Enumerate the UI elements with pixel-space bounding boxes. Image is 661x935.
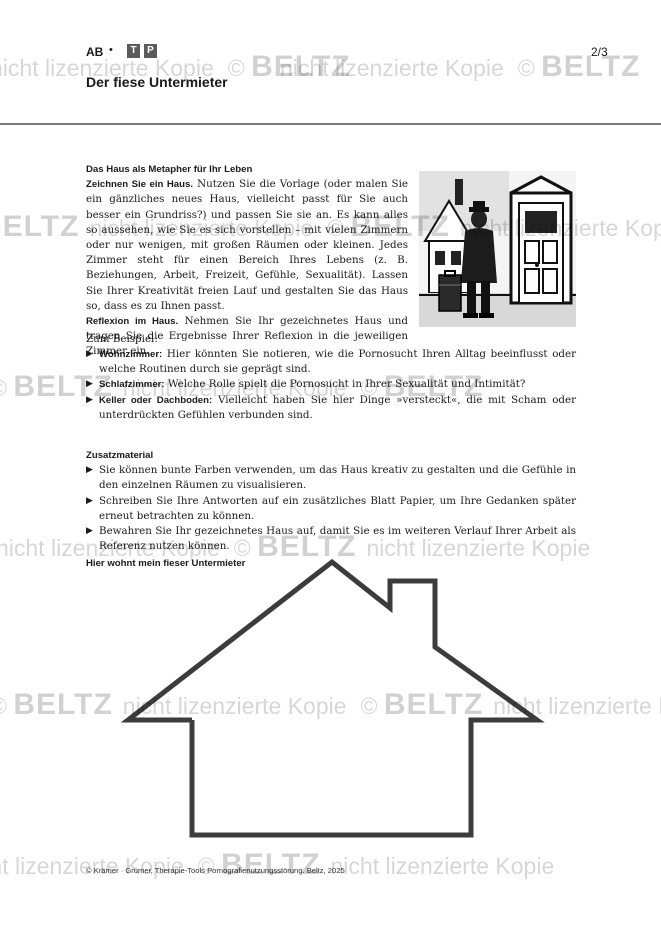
room-label: Schlafzimmer:: [99, 379, 165, 391]
triangle-bullet-icon: ▶: [86, 465, 93, 476]
zeichnen-paragraph: Zeichnen Sie ein Haus. Nutzen Sie die Vo…: [86, 177, 408, 314]
illustration-image: [419, 171, 576, 327]
tp-logo-p: P: [144, 44, 157, 58]
copyright-footer: © Krämer · Grümer, Therapie-Tools Pornog…: [86, 866, 345, 875]
rooms-list: ▶ Wohnzimmer: Hier könnten Sie notieren, …: [86, 347, 576, 423]
triangle-bullet-icon: ▶: [86, 495, 93, 506]
page-title: Der fiese Untermieter: [86, 74, 228, 90]
list-item: ▶ Bewahren Sie Ihr gezeichnetes Haus auf,…: [86, 524, 576, 554]
triangle-bullet-icon: ▶: [86, 526, 93, 537]
zeichnen-text: Nutzen Sie die Vorlage (oder malen Sie e…: [86, 178, 408, 312]
list-item: ▶ Wohnzimmer: Hier könnten Sie notieren, …: [86, 347, 576, 377]
worksheet-type-label: AB: [86, 45, 104, 59]
list-item: ▶ Schreiben Sie Ihre Antworten auf ein zu…: [86, 494, 576, 524]
header-divider: [0, 123, 661, 125]
section-heading: Das Haus als Metapher für Ihr Leben: [86, 164, 253, 175]
header-separator: •: [109, 44, 113, 56]
list-item: ▶ Keller oder Dachboden: Vielleicht haben…: [86, 393, 576, 423]
zeichnen-lead: Zeichnen Sie ein Haus.: [86, 179, 193, 191]
reflexion-lead: Reflexion im Haus.: [86, 316, 179, 328]
list-item: ▶ Sie können bunte Farben verwenden, um d…: [86, 463, 576, 493]
tp-logo-t: T: [127, 44, 140, 58]
room-text: Welche Rolle spielt die Pornosucht in Ih…: [164, 378, 526, 391]
house-outline-path: [120, 558, 545, 838]
house-template-heading: Hier wohnt mein fieser Untermieter: [86, 558, 246, 569]
example-intro: Zum Beispiel:: [86, 333, 158, 345]
room-text: Vielleicht haben Sie hier Dinge »verstec…: [99, 393, 577, 421]
section-heading: Zusatzmaterial: [86, 450, 154, 461]
item-text: Sie können bunte Farben verwenden, um da…: [99, 464, 576, 492]
room-label: Keller oder Dachboden:: [99, 394, 213, 406]
room-text: Hier könnten Sie notieren, wie die Porno…: [99, 348, 576, 376]
reflexion-paragraph: Reflexion im Haus. Nehmen Sie Ihr gezeic…: [86, 314, 408, 360]
reflexion-text: Nehmen Sie Ihr gezeichnetes Haus und tra…: [86, 315, 408, 358]
intro-block: Das Haus als Metapher für Ihr Leben Zeic…: [86, 162, 408, 360]
item-text: Schreiben Sie Ihre Antworten auf ein zus…: [99, 494, 576, 522]
page-number: 2/3: [591, 45, 608, 59]
room-label: Wohnzimmer:: [99, 349, 163, 360]
item-text: Bewahren Sie Ihr gezeichnetes Haus auf, …: [99, 525, 576, 553]
list-item: ▶ Schlafzimmer: Welche Rolle spielt die P…: [86, 377, 576, 392]
triangle-bullet-icon: ▶: [86, 379, 93, 390]
additional-material: Zusatzmaterial ▶ Sie können bunte Farben …: [86, 448, 576, 554]
triangle-bullet-icon: ▶: [86, 394, 93, 405]
triangle-bullet-icon: ▶: [86, 349, 93, 359]
